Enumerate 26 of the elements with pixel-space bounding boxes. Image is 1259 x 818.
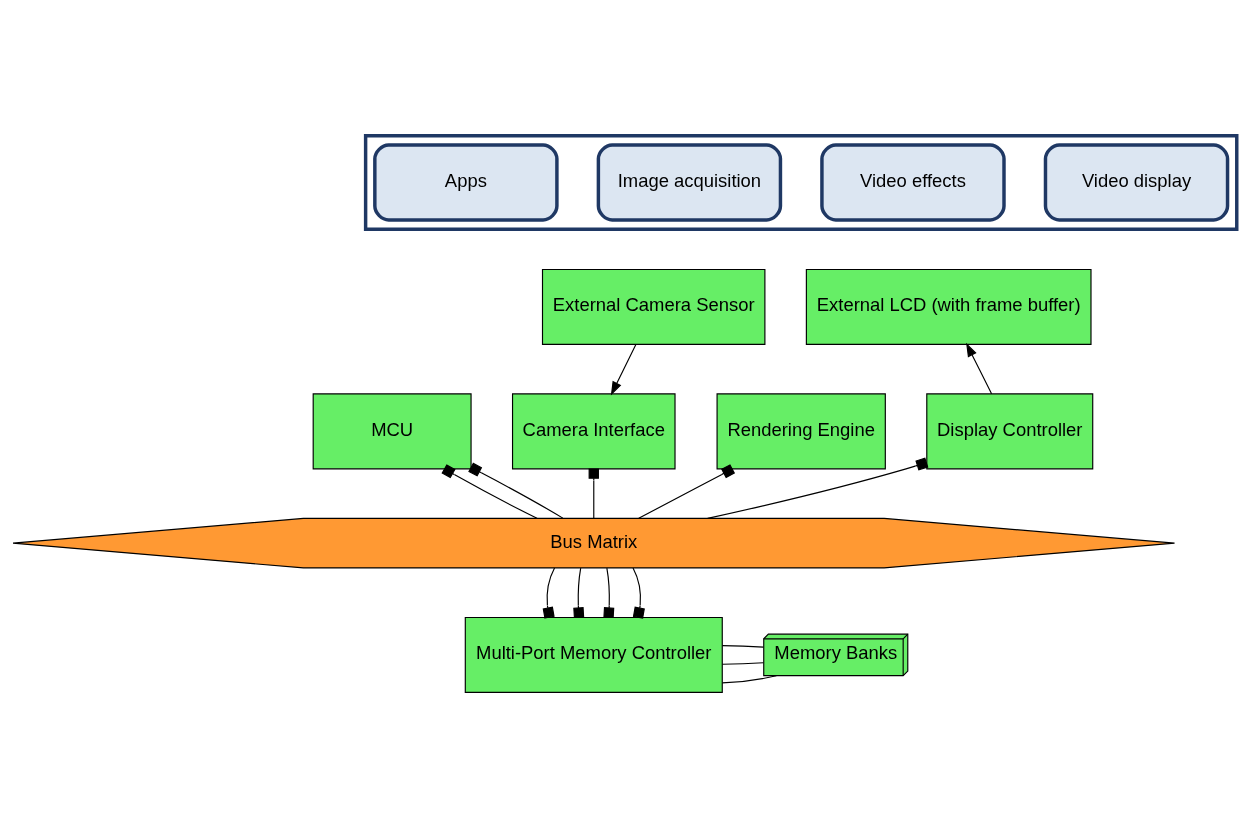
connector bbox=[468, 462, 564, 519]
node-box: Camera Interface bbox=[511, 392, 676, 469]
connector bbox=[638, 463, 736, 519]
connector bbox=[441, 463, 538, 519]
node-box: External LCD (with frame buffer) bbox=[805, 268, 1092, 345]
node-box: Apps bbox=[373, 142, 559, 222]
node-box: Display Controller bbox=[926, 392, 1094, 469]
arrow bbox=[966, 342, 993, 394]
connector bbox=[707, 457, 929, 519]
connector bbox=[721, 644, 765, 648]
arrow bbox=[610, 343, 637, 395]
connector bbox=[603, 567, 615, 618]
node-box: Rendering Engine bbox=[716, 392, 886, 469]
node-box: Video effects bbox=[820, 142, 1006, 222]
connector bbox=[721, 661, 765, 665]
connector bbox=[573, 567, 585, 618]
cluster bbox=[363, 133, 1239, 231]
connector bbox=[632, 567, 645, 619]
node-box: MCU bbox=[312, 392, 472, 469]
connector bbox=[721, 674, 777, 683]
node-box: Video display bbox=[1043, 142, 1230, 222]
connector bbox=[542, 567, 556, 619]
node-box: Image acquisition bbox=[596, 142, 783, 222]
node-box: External Camera Sensor bbox=[541, 268, 766, 345]
connector bbox=[588, 467, 599, 519]
node-box: Multi-Port Memory Controller bbox=[464, 616, 723, 693]
